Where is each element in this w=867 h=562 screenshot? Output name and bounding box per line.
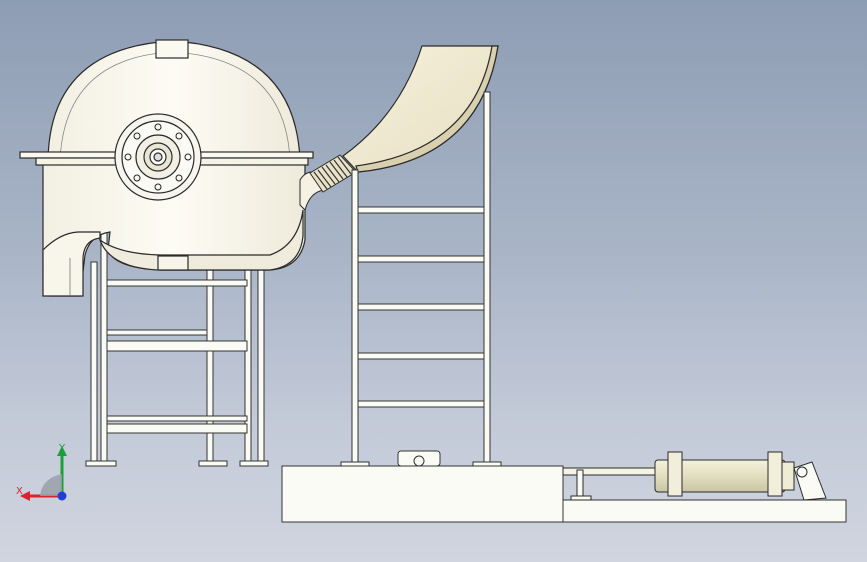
outlet-pipe — [299, 154, 357, 211]
base-platform — [281, 450, 847, 523]
hydraulic-cylinder — [562, 451, 827, 501]
hub-bolts — [124, 123, 192, 191]
ladder-frame — [351, 91, 491, 463]
z-axis-dot — [57, 491, 67, 501]
drum-housing — [19, 39, 314, 297]
axis-triad: X Y — [16, 443, 67, 501]
y-axis-label: Y — [58, 443, 66, 454]
curved-chute — [342, 45, 499, 173]
x-axis-label: X — [16, 486, 23, 497]
